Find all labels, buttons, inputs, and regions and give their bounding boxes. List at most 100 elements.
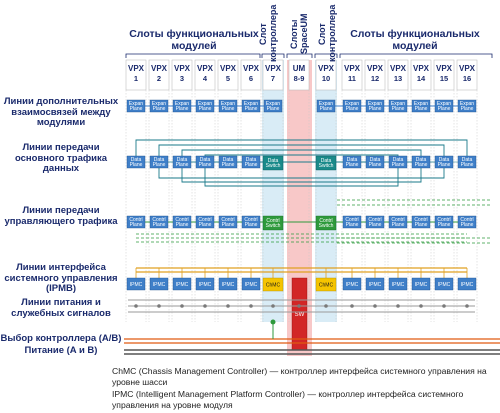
control-switch-label: Switch <box>319 223 334 229</box>
control-plane-block <box>172 215 192 229</box>
data-plane-label: Plane <box>369 162 382 168</box>
chmc-block-right <box>315 277 337 292</box>
data-plane-label: Data <box>154 157 165 163</box>
controller-column-right <box>315 60 337 322</box>
slot-number-label: 14 <box>417 74 426 83</box>
data-plane-label: Plane <box>346 162 359 168</box>
power-tap <box>226 304 230 308</box>
slot-number-label: 15 <box>440 74 448 83</box>
slot-type-label: VPX <box>390 64 407 73</box>
control-plane-label: Plane <box>369 222 382 228</box>
expansion-plane-label: Expan <box>414 101 428 107</box>
expansion-plane-label: Expan <box>319 101 333 107</box>
slot-number-label: 1 <box>134 74 138 83</box>
data-plane-label: Data <box>347 157 358 163</box>
ipmc-block <box>241 277 261 291</box>
control-switch-label: Switch <box>266 223 281 229</box>
control-plane-block <box>342 215 362 229</box>
slot-header-box <box>194 59 216 91</box>
slot-type-label: VPX <box>220 64 237 73</box>
slot-header-box <box>456 59 478 91</box>
slot-number-label: 4 <box>203 74 208 83</box>
expansion-plane-label: Plane <box>153 106 166 112</box>
slot-header-box <box>262 59 284 91</box>
control-plane-label: Plane <box>415 222 428 228</box>
expansion-plane-label: Plane <box>320 106 333 112</box>
control-plane-label: Plane <box>461 222 474 228</box>
slot-number-label: 10 <box>322 74 330 83</box>
row-label-control: Линии передачи управляющего трафика <box>4 205 118 227</box>
power-tap <box>465 304 469 308</box>
control-switch-right <box>315 215 337 231</box>
left-group-header: Слоты функциональных модулей <box>129 28 259 52</box>
slot-type-label: UM <box>293 64 306 73</box>
control-plane-block <box>126 215 146 229</box>
expansion-plane-label: Expan <box>175 101 189 107</box>
slot-number-label: 7 <box>271 74 275 83</box>
right-group-header: Слоты функциональных модулей <box>350 28 480 52</box>
controller-slot-left-header: Слот контроллера <box>258 4 278 62</box>
control-plane-block <box>388 215 408 229</box>
control-plane-label: Contrl <box>221 217 234 223</box>
data-plane-block <box>195 155 215 169</box>
power-tap <box>203 304 207 308</box>
slot-type-label: VPX <box>265 64 282 73</box>
power-tap <box>350 304 354 308</box>
expansion-plane-block <box>342 99 362 113</box>
power-tap <box>249 304 253 308</box>
expansion-plane-label: Expan <box>152 101 166 107</box>
chmc-label: ChMC <box>319 283 334 289</box>
ipmc-block <box>342 277 362 291</box>
control-plane-label: Plane <box>176 222 189 228</box>
slot-number-label: 12 <box>371 74 379 83</box>
expansion-plane-label: Expan <box>391 101 405 107</box>
row-label-data: Линии передачи основного трафика данных <box>14 142 108 174</box>
expansion-plane-label: Plane <box>369 106 382 112</box>
expansion-plane-block <box>241 99 261 113</box>
slot-number-label: 8-9 <box>294 74 305 83</box>
control-plane-block <box>149 215 169 229</box>
data-plane-label: Data <box>246 157 257 163</box>
data-plane-block <box>388 155 408 169</box>
control-plane-block <box>195 215 215 229</box>
control-plane-label: Contrl <box>345 217 358 223</box>
slot-number-label: 5 <box>226 74 230 83</box>
slot-number-label: 3 <box>180 74 184 83</box>
expansion-plane-label: Plane <box>392 106 405 112</box>
data-switch-label: Switch <box>319 163 334 169</box>
expansion-plane-label: Plane <box>130 106 143 112</box>
data-plane-label: Plane <box>415 162 428 168</box>
chmc-block-left <box>262 277 284 292</box>
slot-number-label: 2 <box>157 74 161 83</box>
data-plane-block <box>342 155 362 169</box>
data-traffic-line <box>204 154 399 156</box>
data-plane-block <box>434 155 454 169</box>
expansion-plane-label: Expan <box>368 101 382 107</box>
data-plane-block <box>172 155 192 169</box>
sw-label: SW <box>295 312 305 318</box>
control-plane-label: Contrl <box>198 217 211 223</box>
control-plane-label: Plane <box>130 222 143 228</box>
ipmc-label: IPMC <box>415 282 428 288</box>
power-tap <box>297 304 301 308</box>
expansion-plane-block <box>316 99 336 113</box>
expansion-plane-label: Plane <box>245 106 258 112</box>
slot-header-box <box>171 59 193 91</box>
ipmc-label: IPMC <box>461 282 474 288</box>
slot-header-box <box>410 59 432 91</box>
ipmc-label: IPMC <box>222 282 235 288</box>
data-plane-label: Plane <box>153 162 166 168</box>
slot-type-label: VPX <box>459 64 476 73</box>
ipmc-block <box>388 277 408 291</box>
data-plane-label: Data <box>416 157 427 163</box>
expansion-plane-label: Plane <box>461 106 474 112</box>
data-plane-block <box>126 155 146 169</box>
control-plane-label: Contrl <box>175 217 188 223</box>
control-plane-label: Plane <box>153 222 166 228</box>
data-plane-block <box>365 155 385 169</box>
ipmc-block <box>365 277 385 291</box>
control-switch-label: Contrl <box>266 218 279 224</box>
control-plane-label: Plane <box>346 222 359 228</box>
ipmc-label: IPMC <box>153 282 166 288</box>
